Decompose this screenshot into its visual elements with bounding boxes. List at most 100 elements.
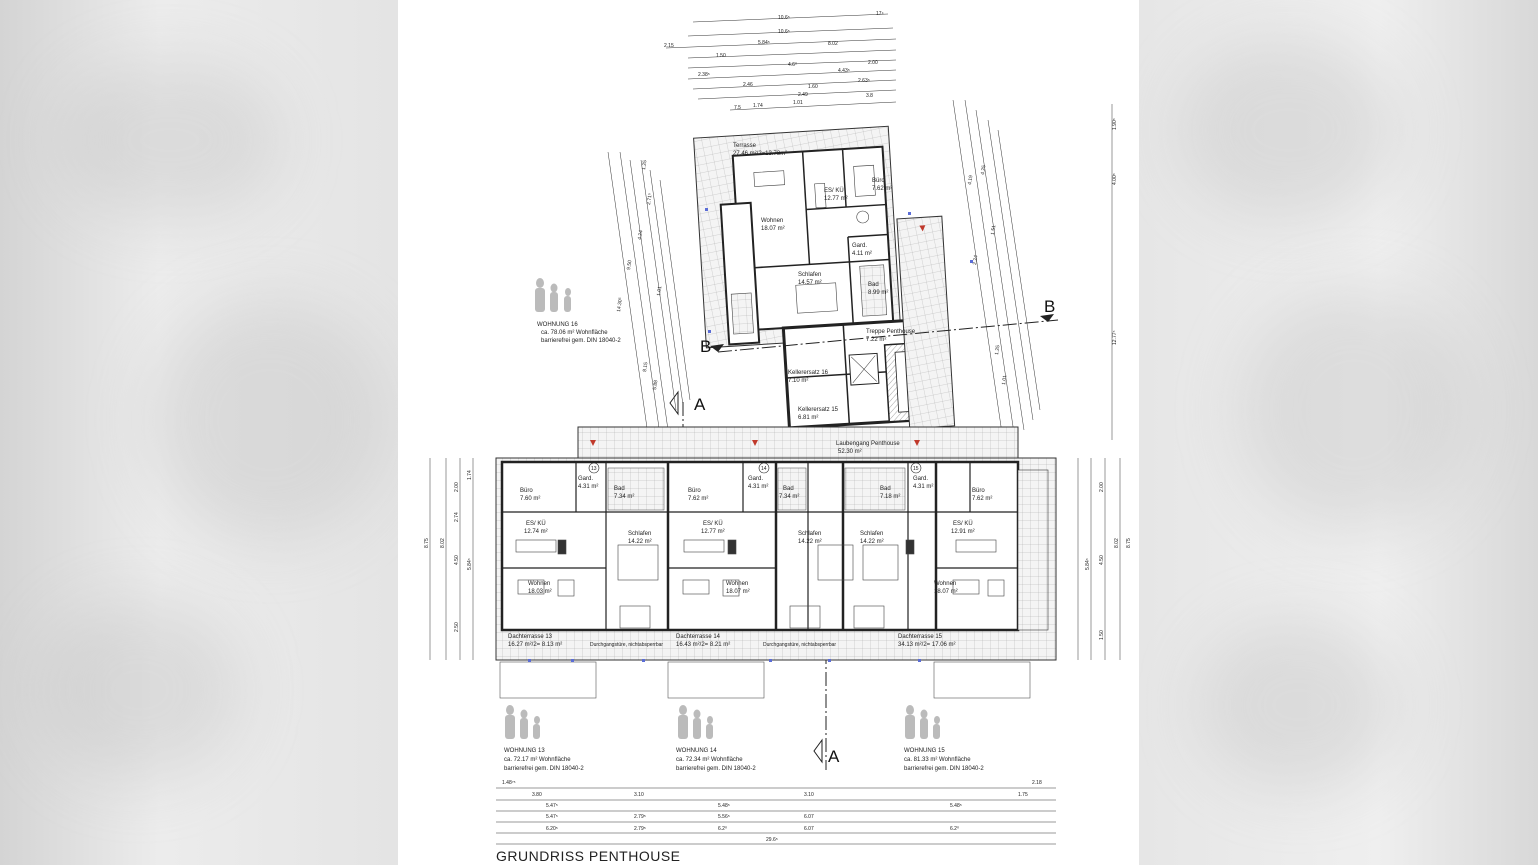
- floor-plan: 10.6⁵ 17⁴ 10.6⁵ 2.15 5.84⁵ 8.02 4.6⁰ 4.4…: [424, 11, 1132, 864]
- dim-label: 4.50: [1099, 555, 1105, 565]
- dim-label: 6.20⁵: [546, 826, 558, 832]
- ph-esku-label: ES/ KÜ: [824, 187, 844, 194]
- dim-label: 2.63⁵: [858, 78, 870, 84]
- u15-wohnen-area: 18.07 m²: [934, 589, 958, 595]
- grid-markers: [528, 208, 973, 662]
- u13-wohnen-area: 18.03 m²: [528, 589, 552, 595]
- dim-label: 1.01: [1001, 375, 1008, 386]
- dim-label: 2.00: [868, 60, 878, 66]
- right-top-dimension-chains: [952, 99, 1113, 441]
- ph-buro-label: Büro: [872, 178, 885, 184]
- top-dimension-labels: 10.6⁵ 17⁴ 10.6⁵ 2.15 5.84⁵ 8.02 4.6⁰ 4.4…: [664, 11, 884, 111]
- ph-keller16-area: 7.10 m²: [788, 378, 808, 384]
- ph-wohnen-label: Wohnen: [761, 218, 783, 224]
- u15-esku: ES/ KÜ: [953, 520, 973, 527]
- dim-label: 2.71⁵: [646, 193, 654, 206]
- laubengang-label: Laubengang Penthouse: [836, 441, 900, 447]
- u13-bad-area: 7.34 m²: [614, 494, 634, 500]
- dim-label: 2.00: [454, 482, 460, 492]
- dim-label: 5.47⁵: [546, 803, 558, 809]
- kitchen-counter: [730, 292, 754, 335]
- right-top-dimension-labels: 12.77⁵ 1.90⁵ 4.00⁵ 4.25 4.19 2.24 1.51 1…: [967, 118, 1118, 385]
- dim-label: 5.48⁵: [950, 803, 962, 809]
- wohnung14-name: WOHNUNG 14: [676, 748, 717, 754]
- dim-label: 5.88: [652, 380, 659, 391]
- dim-label: 1.01: [793, 100, 803, 106]
- u13-terrasse-area: 16.27 m²/2= 8.13 m²: [508, 642, 562, 648]
- wohnung14-area: ca. 72.34 m² Wohnfläche: [676, 757, 743, 763]
- stove-icon: [905, 539, 915, 555]
- unit-badge-14: 14: [761, 466, 767, 472]
- ph-keller15-area: 6.81 m²: [798, 415, 818, 421]
- dim-label: 17⁴: [876, 11, 884, 17]
- dim-label: 4.50: [454, 555, 460, 565]
- u14-bad-area: 7.34 m²: [779, 494, 799, 500]
- dim-label: 3.80: [532, 792, 542, 798]
- ph-keller15-label: Kellerersatz 15: [798, 407, 839, 413]
- u15-esku-area: 12.91 m²: [951, 529, 975, 535]
- dining-table-icon: [683, 539, 725, 553]
- wohnung15-name: WOHNUNG 15: [904, 748, 945, 754]
- u15-terrasse: Dachterrasse 15: [898, 634, 943, 640]
- armchair-icon: [722, 579, 740, 597]
- armchair-icon: [987, 579, 1005, 597]
- u14-wohnen-area: 18.07 m²: [726, 589, 750, 595]
- unit-14-labels: Büro 7.62 m² Gard. 4.31 m² Bad 7.34 m² E…: [676, 476, 822, 648]
- ph-esku-area: 12.77 m²: [824, 196, 848, 202]
- drawing-title: GRUNDRISS PENTHOUSE: [496, 848, 681, 864]
- section-a-bottom: A: [828, 747, 840, 766]
- terrace-table-icon: [853, 605, 885, 629]
- dim-label: 4.19: [967, 175, 974, 186]
- dim-label: 4.25: [980, 165, 987, 176]
- u13-esku-area: 12.74 m²: [524, 529, 548, 535]
- u15-gard-area: 4.31 m²: [913, 484, 933, 490]
- left-top-dimension-chains: [607, 151, 691, 436]
- u13-bad: Bad: [614, 486, 625, 492]
- u15-terrasse-area: 34.13 m²/2= 17.06 m²: [898, 642, 956, 648]
- u13-schlafen: Schlafen: [628, 531, 651, 537]
- dim-label: 5.48⁵: [718, 803, 730, 809]
- ph-terrasse-area: 27.46 m²/2=13.73m²: [733, 151, 787, 157]
- sofa-icon: [753, 170, 785, 187]
- dim-label: 10.6⁵: [778, 15, 790, 21]
- dim-label: 1.01: [656, 286, 663, 297]
- dim-label: 2.50: [454, 622, 460, 632]
- dim-label: 6.2⁰: [950, 826, 959, 832]
- u14-esku: ES/ KÜ: [703, 520, 723, 527]
- unit-13-labels: Büro 7.60 m² Gard. 4.31 m² Bad 7.34 m² E…: [508, 476, 652, 648]
- u15-schlafen-area: 14.22 m²: [860, 539, 884, 545]
- u14-gard-area: 4.31 m²: [748, 484, 768, 490]
- ph-bad-label: Bad: [868, 282, 879, 288]
- laubengang-corridor: [577, 426, 1019, 460]
- u14-terrasse-area: 16.43 m²/2= 8.21 m²: [676, 642, 730, 648]
- u15-wohnen: Wohnen: [934, 581, 956, 587]
- dim-label: 3.8: [866, 93, 873, 99]
- wohnung14-note: barrierefrei gem. DIN 18040-2: [676, 766, 756, 772]
- bed-icon: [862, 544, 899, 581]
- dim-label: 1.60: [808, 84, 818, 90]
- penthouse-plan: [693, 125, 956, 430]
- u13-terrasse: Dachterrasse 13: [508, 634, 553, 640]
- ph-schlafen-area: 14.57 m²: [798, 280, 822, 286]
- u14-buro: Büro: [688, 488, 701, 494]
- u15-buro-area: 7.62 m²: [972, 496, 992, 502]
- dim-label: 1.48⁷⁵: [502, 780, 516, 786]
- u15-bad-area: 7.18 m²: [880, 494, 900, 500]
- ph-schlafen-label: Schlafen: [798, 272, 821, 278]
- dim-label: 8.02: [440, 538, 446, 548]
- u15-gard: Gard.: [913, 476, 928, 482]
- section-a-top: A: [694, 395, 706, 414]
- dim-label: 2.46: [743, 82, 753, 88]
- unit-badge-13: 13: [591, 466, 597, 472]
- main-side-dimension-labels: 8.75 2.00 2.74 4.50 2.50 1.74 8.02 5.84⁵…: [424, 470, 1132, 640]
- dim-label: 1.50: [716, 53, 726, 59]
- bottom-dimension-chains: [496, 787, 1056, 845]
- dim-label: 9.50: [626, 260, 633, 271]
- sofa-icon: [952, 579, 980, 595]
- u14-esku-area: 12.77 m²: [701, 529, 725, 535]
- dim-label: 6.07: [804, 826, 814, 832]
- armchair-icon: [557, 579, 575, 597]
- ph-bad-area: 8.99 m²: [868, 290, 888, 296]
- durchgang-note-1: Durchgangstüre, nichtabsperrbar: [590, 642, 663, 648]
- u14-buro-area: 7.62 m²: [688, 496, 708, 502]
